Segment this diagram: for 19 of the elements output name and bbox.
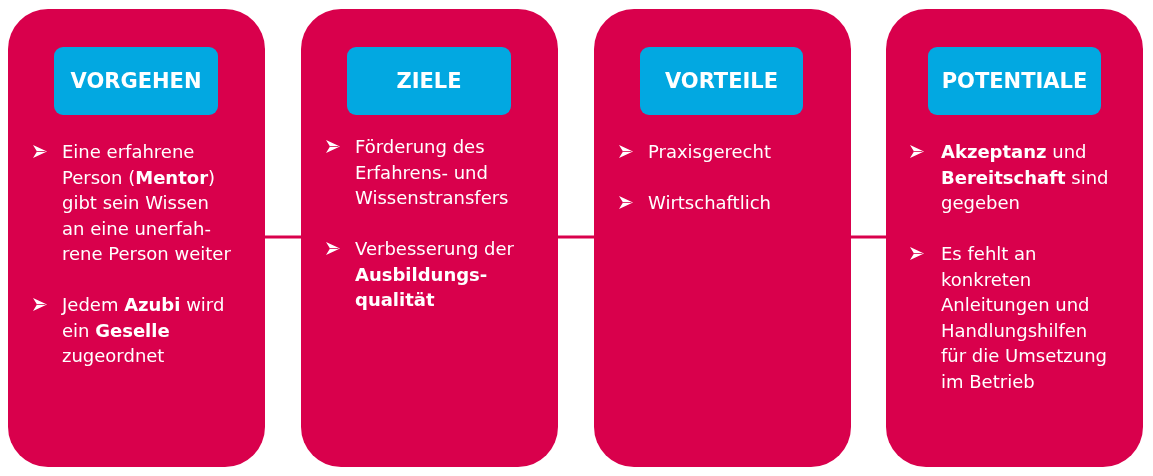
card-panel	[301, 9, 558, 467]
bullet-text: Es fehlt an konkreten Anleitungen und Handlungshilfen für die Umsetzung im Betrieb	[941, 243, 1107, 392]
card-panel	[886, 9, 1143, 467]
bullet-text: Praxisgerecht	[648, 141, 771, 162]
connector-line	[558, 235, 594, 239]
bullet-text: Eine erfahrene Person (Mentor) gibt sein Wissen an eine unerfah-rene Person weiter	[62, 141, 231, 264]
card-panel	[594, 9, 851, 467]
bullet-text: Jedem Azubi wird ein Geselle zugeordnet	[62, 294, 225, 366]
bullet-text: Akzeptanz und Bereitschaft sind gegeben	[941, 141, 1109, 213]
bullet-text: Förderung des Erfahrens- und Wissenstransfers	[355, 136, 509, 208]
connector-line	[851, 235, 886, 239]
bullet-text: Verbesserung der Ausbildungs-qualität	[355, 238, 514, 310]
section-header: VORGEHEN	[54, 47, 218, 115]
connector-line	[265, 235, 301, 239]
section-header: POTENTIALE	[928, 47, 1101, 115]
section-header: VORTEILE	[640, 47, 803, 115]
section-header: ZIELE	[347, 47, 511, 115]
bullet-text: Wirtschaftlich	[648, 192, 771, 213]
card-panel	[8, 9, 265, 467]
